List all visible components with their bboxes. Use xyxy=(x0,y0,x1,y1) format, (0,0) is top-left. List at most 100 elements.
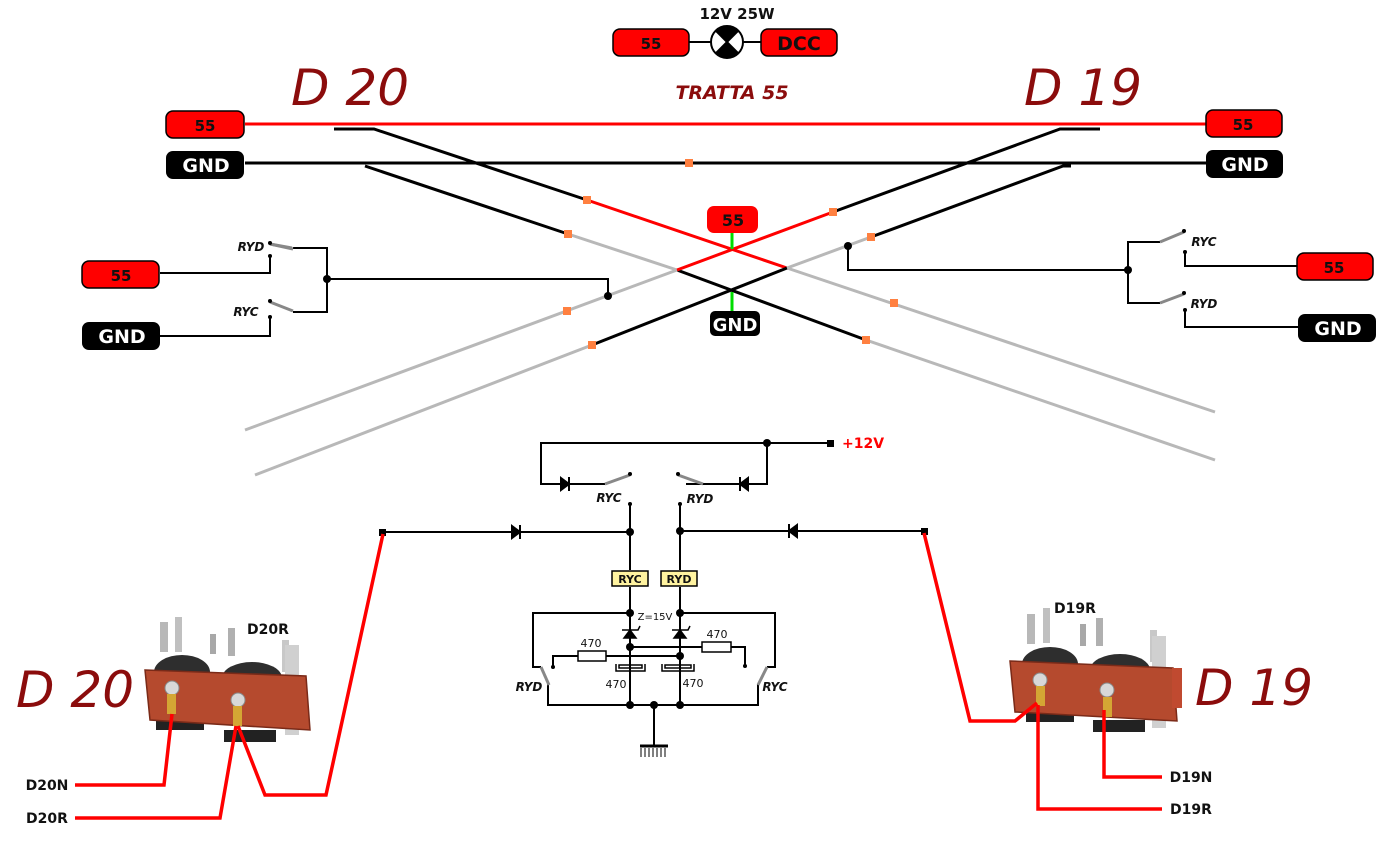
zener-label: Z=15V xyxy=(638,612,673,623)
terminal-right-relay-55: 55 xyxy=(1296,252,1374,281)
terminal-left-relay-55: 55 xyxy=(81,260,160,289)
rail-dead-d-right xyxy=(786,235,872,270)
rail-d19-upper-live xyxy=(832,127,1100,214)
frog-rail-black-d xyxy=(591,266,788,347)
motor-label-d19-large: D 19 xyxy=(1195,659,1313,717)
capacitor-value-right: 470 xyxy=(683,677,704,690)
contact-label-right-upper: RYC xyxy=(1191,235,1216,249)
terminal-top-left-55: 55 xyxy=(165,110,245,139)
wire-label-d19r: D19R xyxy=(1170,802,1212,818)
rail-dead-d-left xyxy=(254,343,593,477)
turnout-label-d20: D 20 xyxy=(291,59,409,117)
rail-isolators xyxy=(563,196,898,349)
terminal-label: 55 xyxy=(1324,259,1345,277)
supply-terminal xyxy=(827,440,834,447)
terminal-center-55: 55 xyxy=(707,206,758,233)
frog-rail-red-a xyxy=(586,198,788,270)
contact-label-left-upper: RYD xyxy=(238,240,265,254)
motor-label-d20-large: D 20 xyxy=(16,661,134,719)
trigger-terminal-left xyxy=(379,529,386,536)
turnout-label-d19: D 19 xyxy=(1024,59,1142,117)
right-frog-switch xyxy=(847,230,1298,328)
lamp-terminal-55 xyxy=(612,28,690,57)
lamp-terminal-55-label: 55 xyxy=(641,35,662,53)
isolator xyxy=(588,341,596,349)
ground-icon xyxy=(640,744,668,757)
lamp-terminal-dcc-label: DCC xyxy=(777,33,821,55)
contact-label-top-left: RYC xyxy=(596,491,621,505)
resistor-value-right: 470 xyxy=(707,628,728,641)
terminal-label: 55 xyxy=(1233,116,1254,134)
coil-label: RYC xyxy=(618,573,642,586)
terminal-label: 55 xyxy=(111,267,132,285)
point-motor-d20-icon xyxy=(144,617,311,742)
zener-diode-icons xyxy=(622,625,691,639)
capacitor-value-left: 470 xyxy=(606,678,627,691)
isolator xyxy=(890,299,898,307)
isolator xyxy=(829,208,837,216)
diode-icons xyxy=(511,476,798,540)
terminal-top-right-55: 55 xyxy=(1205,109,1283,138)
isolator xyxy=(862,336,870,344)
point-motor-d19-icon xyxy=(1009,608,1182,732)
left-frog-switch xyxy=(160,242,609,337)
frog-rail-red-c xyxy=(676,210,834,272)
terminal-left-relay-gnd: GND xyxy=(82,322,160,350)
control-contacts xyxy=(539,472,769,686)
terminal-top-left-gnd: GND xyxy=(166,151,244,179)
resistor-value-left: 470 xyxy=(581,637,602,650)
isolator xyxy=(563,307,571,315)
supply-label: +12V xyxy=(842,436,884,452)
terminal-label: GND xyxy=(1314,318,1361,340)
terminal-right-relay-gnd: GND xyxy=(1298,314,1376,342)
terminal-label: GND xyxy=(1221,154,1268,176)
wire-label-d19n: D19N xyxy=(1170,770,1213,786)
terminal-label: 55 xyxy=(722,211,744,230)
contact-label-bottom-left: RYD xyxy=(516,680,543,694)
rail-dead-b-left xyxy=(567,232,678,272)
terminal-label: 55 xyxy=(195,117,216,135)
lamp-terminal-dcc xyxy=(760,28,838,57)
rail-d19-lower-live xyxy=(870,164,1071,239)
contact-label-right-lower: RYD xyxy=(1191,297,1218,311)
rail-d20-upper-live xyxy=(334,127,588,202)
motor-wires xyxy=(75,532,1162,820)
isolator-gnd-bus xyxy=(685,159,693,167)
control-circuit xyxy=(383,442,924,746)
lamp-icon xyxy=(710,25,744,59)
rail-dead-b-right xyxy=(865,338,1216,462)
rail-dead-c xyxy=(244,268,678,432)
terminal-label: GND xyxy=(182,155,229,177)
terminal-center-gnd: GND xyxy=(710,311,760,336)
contact-label-bottom-right: RYC xyxy=(762,680,787,694)
lamp-group: 12V 25W 55 DCC xyxy=(612,5,838,59)
contact-label-left-lower: RYC xyxy=(233,305,258,319)
isolator xyxy=(583,196,591,204)
resistor-left xyxy=(577,650,607,662)
relay-coil-ryd: RYD xyxy=(660,570,698,587)
motor-label-d19-top: D19R xyxy=(1054,601,1096,617)
motor-label-d20-top: D20R xyxy=(247,622,289,638)
trigger-terminal-right xyxy=(921,528,928,535)
wire-label-d20r: D20R xyxy=(26,811,68,827)
right-switch-nodes xyxy=(844,229,1187,312)
isolator xyxy=(867,233,875,241)
junction-dots xyxy=(626,439,771,709)
rail-d20-lower-live xyxy=(364,164,569,236)
terminal-label: GND xyxy=(713,315,758,336)
section-title: TRATTA 55 xyxy=(675,82,788,104)
crossing-rails xyxy=(244,127,1216,477)
terminal-top-right-gnd: GND xyxy=(1206,150,1283,178)
contact-label-top-right: RYD xyxy=(687,492,714,506)
rail-dead-a xyxy=(786,266,1216,414)
resistor-right xyxy=(701,641,732,653)
wire-label-d20n: D20N xyxy=(26,778,69,794)
capacitor-icons xyxy=(615,664,695,672)
left-switch-nodes xyxy=(268,241,612,319)
relay-coil-ryc: RYC xyxy=(611,570,649,587)
isolator xyxy=(564,230,572,238)
frog-rail-black-b xyxy=(676,268,867,342)
coil-label: RYD xyxy=(667,573,692,586)
